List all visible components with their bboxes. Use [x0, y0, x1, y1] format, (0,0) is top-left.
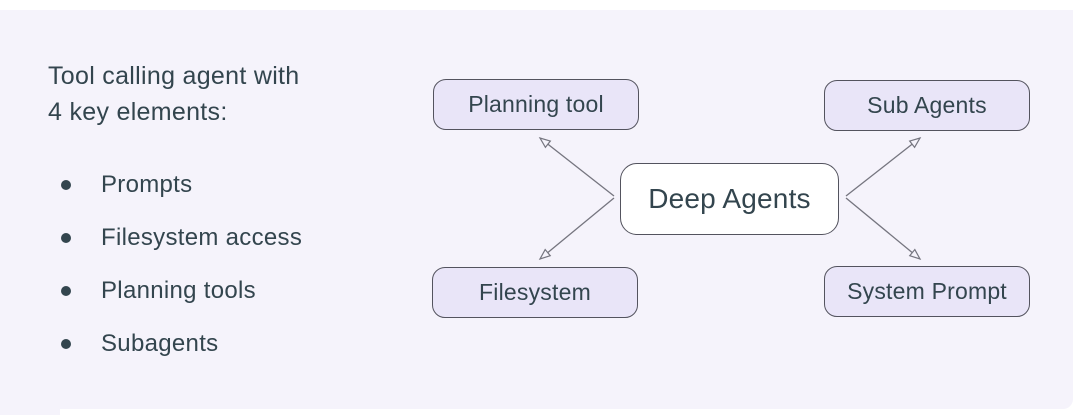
heading-line-2: 4 key elements:	[48, 98, 228, 126]
list-item: Planning tools	[48, 264, 302, 317]
node-deep-agents: Deep Agents	[620, 163, 839, 235]
list-item: Prompts	[48, 158, 302, 211]
arrow-to-filesystem	[538, 197, 615, 261]
content-panel-footer	[0, 409, 60, 415]
heading: Tool calling agent with 4 key elements:	[48, 58, 388, 130]
arrow-to-system-prompt	[845, 197, 922, 261]
list-item-label: Planning tools	[101, 276, 256, 304]
list-item-label: Subagents	[101, 329, 219, 357]
list-item: Subagents	[48, 317, 302, 370]
bullet-icon	[61, 338, 71, 349]
bullet-icon	[61, 285, 71, 296]
arrow-to-sub-agents	[845, 137, 922, 197]
node-sub-agents: Sub Agents	[824, 80, 1030, 131]
key-elements-list: Prompts Filesystem access Planning tools…	[48, 158, 302, 370]
list-item-label: Filesystem access	[101, 223, 303, 251]
node-system-prompt: System Prompt	[824, 266, 1030, 317]
heading-line-1: Tool calling agent with	[48, 62, 300, 90]
bullet-icon	[61, 179, 71, 190]
arrow-to-planning-tool	[538, 137, 615, 197]
list-item: Filesystem access	[48, 211, 302, 264]
node-filesystem: Filesystem	[432, 267, 638, 318]
content-panel	[0, 10, 1073, 409]
bullet-icon	[61, 232, 71, 243]
list-item-label: Prompts	[101, 170, 193, 198]
node-planning-tool: Planning tool	[433, 79, 639, 130]
